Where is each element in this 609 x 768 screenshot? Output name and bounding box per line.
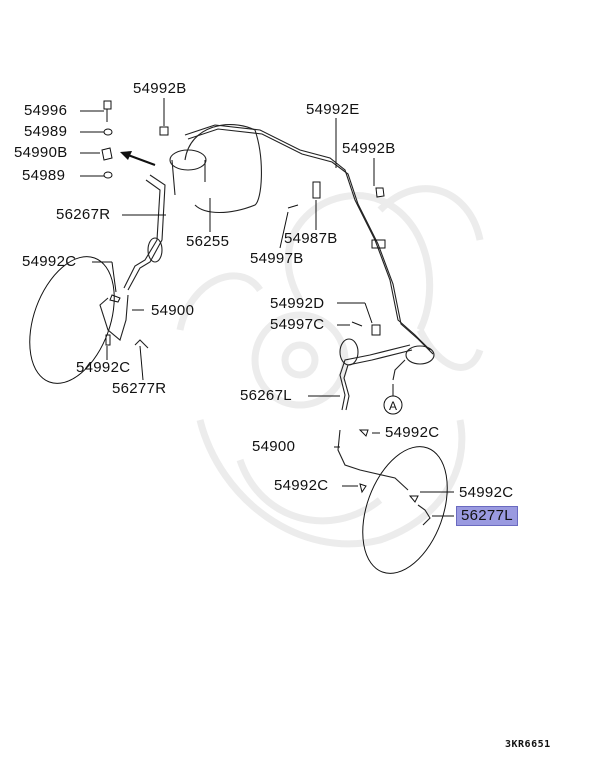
master-cylinder: [169, 124, 262, 213]
part-label-54992c-l-upper[interactable]: 54992C: [385, 424, 440, 441]
part-label-54992c-l-lower[interactable]: 54992C: [459, 484, 514, 501]
leader-lines: [80, 98, 454, 517]
hardware-parts: [101, 100, 419, 503]
callout-a-letter: A: [389, 399, 397, 413]
part-label-54990b[interactable]: 54990B: [14, 144, 68, 161]
part-label-54997b[interactable]: 54997B: [250, 250, 304, 267]
left-caliper-pipe: [417, 504, 431, 526]
part-label-54992b-right[interactable]: 54992B: [342, 140, 396, 157]
part-label-56255[interactable]: 56255: [186, 233, 230, 250]
right-wheel-disc: [362, 446, 448, 574]
part-label-56277l-highlighted[interactable]: 56277L: [456, 506, 518, 526]
watermark-emblem: [176, 185, 484, 548]
part-label-56267r[interactable]: 56267R: [56, 206, 111, 223]
part-label-54992c-r-upper[interactable]: 54992C: [22, 253, 77, 270]
direction-arrow: [120, 151, 156, 166]
part-label-54992b-left[interactable]: 54992B: [133, 80, 187, 97]
part-label-56277r[interactable]: 56277R: [112, 380, 167, 397]
right-flex-hose: [99, 294, 129, 341]
right-caliper-pipe: [134, 339, 149, 349]
part-label-54900-left[interactable]: 54900: [252, 438, 296, 455]
left-wheel-disc: [29, 256, 115, 384]
part-label-54992c-l-mid[interactable]: 54992C: [274, 477, 329, 494]
part-label-54989-upper[interactable]: 54989: [24, 123, 68, 140]
part-label-54997c[interactable]: 54997C: [270, 316, 325, 333]
part-label-54992d[interactable]: 54992D: [270, 295, 325, 312]
callout-a-circle: [383, 395, 403, 415]
part-label-54996[interactable]: 54996: [24, 102, 68, 119]
brake-pipes: [123, 124, 435, 411]
part-label-54992e[interactable]: 54992E: [306, 101, 360, 118]
part-label-54992c-r-lower[interactable]: 54992C: [76, 359, 131, 376]
part-label-54989-lower[interactable]: 54989: [22, 167, 66, 184]
part-label-54900-right[interactable]: 54900: [151, 302, 195, 319]
drawing-code: 3KR6651: [505, 739, 551, 750]
part-label-54987b[interactable]: 54987B: [284, 230, 338, 247]
part-label-56267l[interactable]: 56267L: [240, 387, 292, 404]
